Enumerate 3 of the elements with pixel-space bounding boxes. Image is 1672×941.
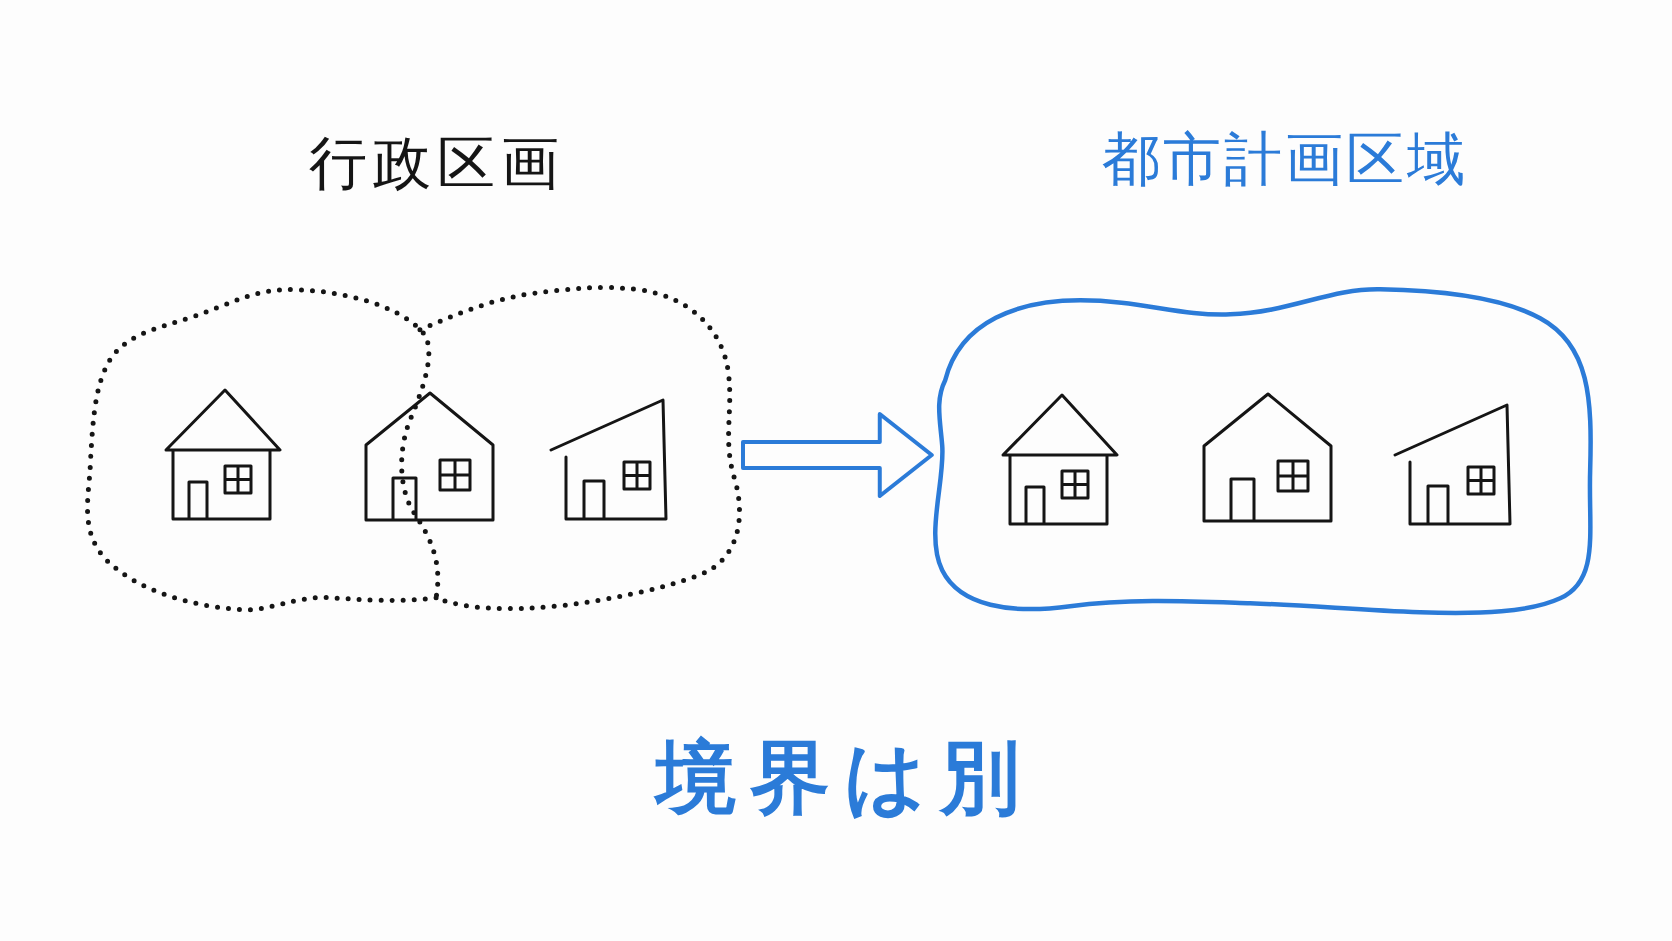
heading-text: 行政区画 xyxy=(309,134,565,192)
block-arrow xyxy=(741,412,934,498)
region-heading: 都市計画区域 xyxy=(1102,130,1468,188)
